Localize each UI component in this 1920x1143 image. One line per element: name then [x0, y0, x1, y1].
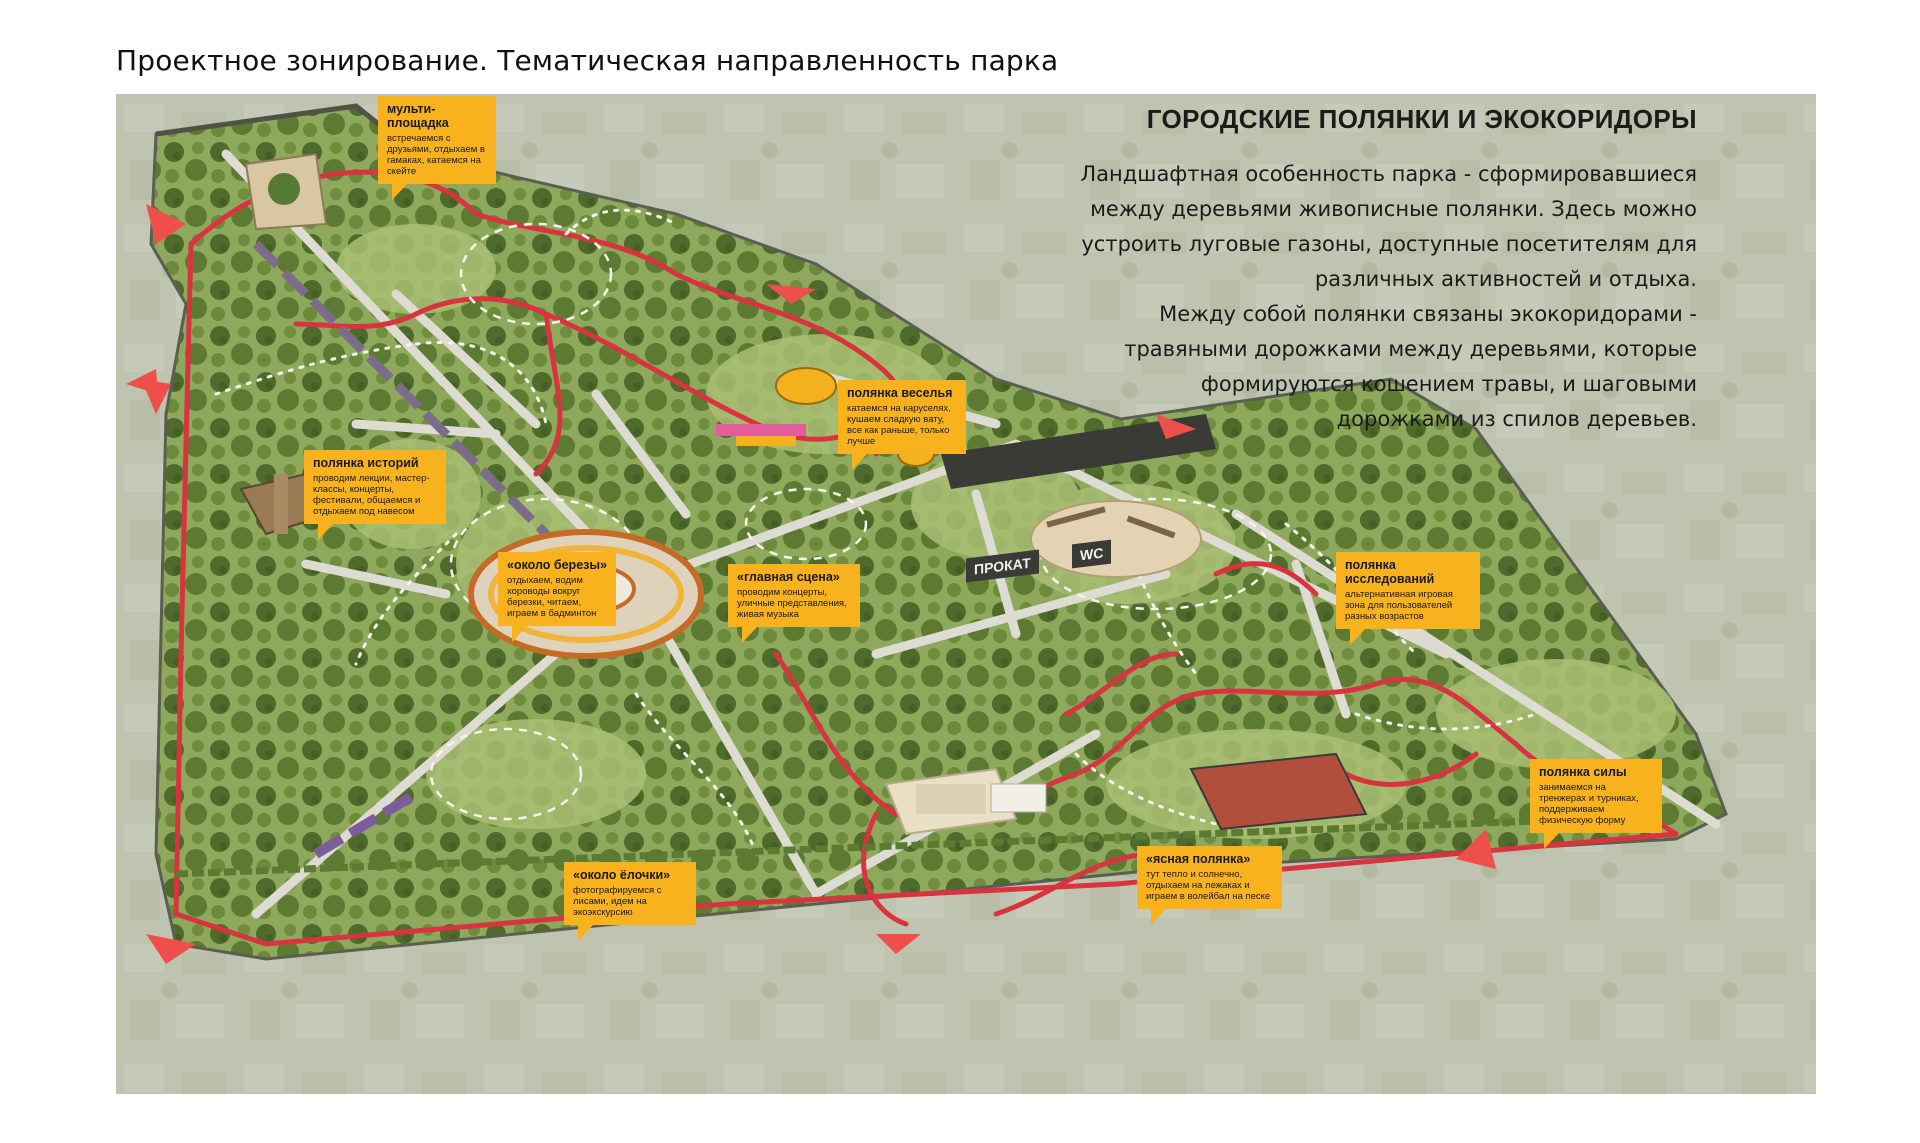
strength-court — [1189, 752, 1368, 831]
rental-wc-building — [941, 414, 1216, 489]
zone-callout-strength-clearing: полянка силы занимаемся на тренжерах и т… — [1530, 759, 1662, 849]
zone-description: проводим концерты, уличные представления… — [737, 587, 847, 620]
flower-beds — [175, 240, 1587, 878]
zone-callout-history-clearing: полянка историй проводим лекции, мастер-… — [304, 450, 446, 540]
zone-description: катаемся на каруселях, кушаем сладкую ва… — [847, 403, 951, 447]
info-line: дорожками из спилов деревьев. — [1336, 407, 1697, 431]
info-heading: ГОРОДСКИЕ ПОЛЯНКИ И ЭКОКОРИДОРЫ — [1146, 104, 1697, 134]
info-line: травяными дорожками между деревьями, кот… — [1124, 337, 1697, 361]
zone-title: мульти-площадка — [387, 102, 449, 130]
zone-title: «ясная полянка» — [1146, 852, 1251, 866]
zone-description: проводим лекции, мастер-классы, концерты… — [313, 473, 430, 517]
entrance-markers — [126, 204, 1496, 964]
zone-description: отдыхаем, водим хороводы вокруг березки,… — [507, 575, 597, 619]
zone-description: занимаемся на тренжерах и турниках, подд… — [1539, 782, 1639, 826]
zone-title: полянка веселья — [847, 386, 953, 400]
zone-callout-exploration-clearing: полянка исследований альтернативная игро… — [1336, 552, 1480, 645]
wc-sign: WC — [1072, 539, 1112, 569]
info-line: формируются кошением травы, и шаговыми — [1200, 372, 1697, 396]
zone-title: «главная сцена» — [737, 570, 840, 584]
info-body: Ландшафтная особенность парка - сформиро… — [1017, 157, 1697, 437]
zone-callout-sunny-clearing: «ясная полянка» тут тепло и солнечно, от… — [1137, 846, 1282, 925]
sunny-clearing-court — [884, 767, 1047, 836]
zone-title: «около ёлочки» — [573, 868, 671, 882]
info-line: Ландшафтная особенность парка - сформиро… — [1080, 162, 1697, 186]
zone-callout-main-stage: «главная сцена» проводим концерты, уличн… — [728, 564, 860, 643]
info-line: Между собой полянки связаны экокоридорам… — [1159, 302, 1697, 326]
zone-callout-near-spruce: «около ёлочки» фотографируемся с лисами,… — [564, 862, 696, 941]
zone-description: альтернативная игровая зона для пользова… — [1345, 589, 1453, 622]
multi-playground — [244, 152, 328, 231]
park-plan-illustration — [116, 94, 1816, 1094]
zone-title: «около березы» — [507, 558, 607, 572]
zone-title: полянка историй — [313, 456, 419, 470]
page-title: Проектное зонирование. Тематическая напр… — [116, 44, 1059, 77]
info-line: устроить луговые газоны, доступные посет… — [1081, 232, 1697, 256]
red-running-track — [173, 169, 1679, 947]
dotted-eco-trails — [214, 208, 1538, 856]
zone-title: полянка силы — [1539, 765, 1627, 779]
info-line: между деревьями живописные полянки. Здес… — [1090, 197, 1697, 221]
zone-callout-near-birch: «около березы» отдыхаем, водим хороводы … — [498, 552, 616, 642]
zone-callout-multi-playground: мульти-площадка встречаемся с друзьями, … — [378, 96, 496, 200]
zone-description: фотографируемся с лисами, идем на экоэкс… — [573, 885, 662, 918]
park-map: мульти-площадка встречаемся с друзьями, … — [116, 94, 1816, 1094]
exploration-playground — [1030, 500, 1202, 578]
zone-callout-fun-clearing: полянка веселья катаемся на каруселях, к… — [838, 380, 966, 470]
info-line: различных активностей и отдыха. — [1314, 267, 1697, 291]
zone-description: встречаемся с друзьями, отдыхаем в гамак… — [387, 133, 485, 177]
zone-title: полянка исследований — [1345, 558, 1435, 586]
info-panel: ГОРОДСКИЕ ПОЛЯНКИ И ЭКОКОРИДОРЫ Ландшафт… — [1017, 104, 1697, 437]
zone-description: тут тепло и солнечно, отдыхаем на лежака… — [1146, 869, 1271, 902]
